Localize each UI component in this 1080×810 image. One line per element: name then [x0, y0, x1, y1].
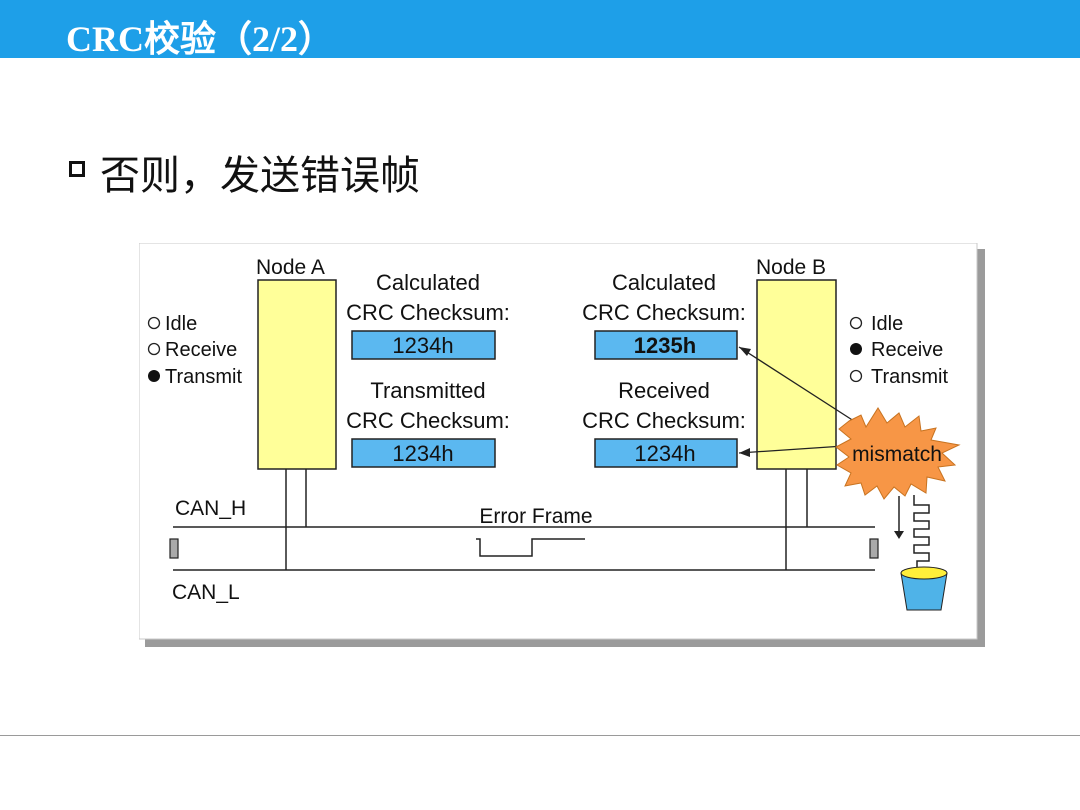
- node-b-state-idle: Idle: [871, 313, 903, 335]
- arrow-down-icon: [894, 531, 904, 539]
- can-l-label: CAN_L: [172, 581, 240, 604]
- arrow-to-calc-line: [738, 346, 858, 424]
- node-b-state-receive: Receive: [871, 339, 943, 361]
- error-frame-waveform: [476, 538, 585, 557]
- node-b-recv-value: 1234h: [634, 441, 695, 466]
- spring-icon: [913, 495, 930, 569]
- node-a-trans-box: [351, 438, 496, 468]
- node-b-calc-box: [594, 330, 738, 360]
- title-bar: CRC校验（2/2）: [0, 0, 1080, 59]
- node-a-label: Node A: [256, 256, 325, 279]
- node-b-calc-value: 1235h: [634, 333, 696, 358]
- node-a-trans-label-1: Transmitted: [370, 378, 485, 403]
- terminator-right-icon: [869, 538, 879, 559]
- node-a-calc-value: 1234h: [392, 333, 453, 358]
- arrow-to-recv-line: [738, 445, 845, 454]
- bullet-text: 否则，发送错误帧: [100, 153, 420, 199]
- error-frame-label: Error Frame: [479, 505, 592, 528]
- node-a-box: [257, 279, 337, 470]
- node-a-calc-box: [351, 330, 496, 360]
- terminator-left-icon: [169, 538, 179, 559]
- arrow-head-recv-icon: [739, 448, 750, 457]
- radio-transmit-b-icon: [849, 369, 863, 383]
- bucket-top-icon: [900, 566, 948, 580]
- node-a-state-receive: Receive: [165, 339, 237, 361]
- node-b-state-transmit: Transmit: [871, 366, 948, 388]
- node-b-calc-label-1: Calculated: [612, 270, 716, 295]
- node-a-state-transmit: Transmit: [165, 366, 242, 388]
- mismatch-burst-icon: [835, 407, 961, 500]
- radio-idle-a-icon: [147, 316, 161, 330]
- node-b-recv-label-2: CRC Checksum:: [582, 408, 746, 433]
- node-a-trans-label-2: CRC Checksum:: [346, 408, 510, 433]
- node-b-recv-box: [594, 438, 738, 468]
- bullet-square-icon: [69, 161, 85, 177]
- arrow-head-calc-icon: [739, 347, 751, 356]
- radio-receive-a-icon: [147, 342, 161, 356]
- radio-receive-b-selected-icon: [850, 343, 862, 355]
- node-b-box: [756, 279, 837, 470]
- node-b-recv-label-1: Received: [618, 378, 710, 403]
- mismatch-label: mismatch: [852, 443, 942, 466]
- slide-title: CRC校验（2/2）: [66, 19, 334, 59]
- node-b-calc-label-2: CRC Checksum:: [582, 300, 746, 325]
- node-a-state-idle: Idle: [165, 313, 197, 335]
- radio-idle-b-icon: [849, 316, 863, 330]
- footer-divider: [0, 735, 1080, 736]
- node-b-label: Node B: [756, 256, 826, 279]
- radio-transmit-a-selected-icon: [148, 370, 160, 382]
- node-a-calc-label-2: CRC Checksum:: [346, 300, 510, 325]
- crc-diagram: Node A Node B Idle Receive Transmit Idle…: [138, 242, 985, 647]
- can-h-label: CAN_H: [175, 497, 246, 520]
- node-a-calc-label-1: Calculated: [376, 270, 480, 295]
- node-a-trans-value: 1234h: [392, 441, 453, 466]
